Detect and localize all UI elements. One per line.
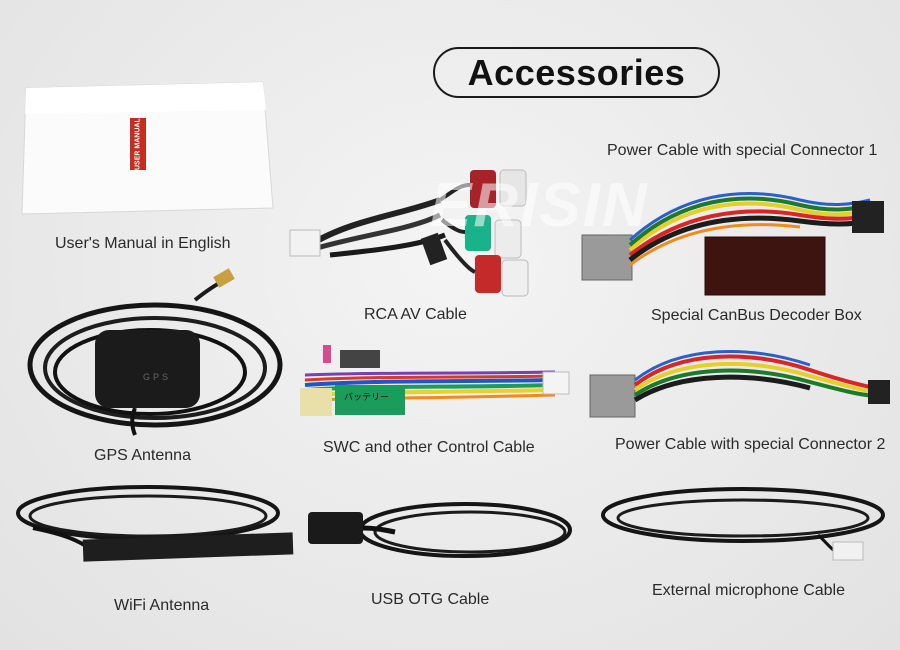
caption-users-manual: User's Manual in English <box>55 235 231 252</box>
external-microphone-cable-image <box>601 487 885 561</box>
accessories-title-badge: Accessories <box>433 47 720 98</box>
user-manual-image <box>21 81 274 215</box>
caption-swc-control-cable: SWC and other Control Cable <box>323 439 535 456</box>
swc-control-cable-image <box>300 345 570 416</box>
page-title: Accessories <box>467 51 686 93</box>
usb-otg-cable-image <box>308 502 572 558</box>
caption-external-microphone-cable: External microphone Cable <box>652 582 845 599</box>
caption-canbus-decoder-box: Special CanBus Decoder Box <box>651 307 862 324</box>
caption-gps-antenna: GPS Antenna <box>94 447 191 464</box>
power-cable-connector-1-image <box>581 191 884 296</box>
caption-usb-otg-cable: USB OTG Cable <box>371 591 490 608</box>
wifi-antenna-image <box>16 485 294 562</box>
erisin-watermark: ERISIN <box>430 171 649 240</box>
gps-antenna-image <box>27 268 283 436</box>
rca-av-cable-image <box>289 169 529 297</box>
caption-power-cable-connector-2: Power Cable with special Connector 2 <box>615 436 886 453</box>
swc-tag-label: バッテリー <box>344 392 390 402</box>
caption-power-cable-connector-1: Power Cable with special Connector 1 <box>607 142 878 159</box>
gps-module-label: GPS <box>143 372 172 382</box>
caption-rca-av-cable: RCA AV Cable <box>364 306 467 323</box>
manual-cover-label: USER MANUAL <box>130 118 146 170</box>
power-cable-connector-2-image <box>589 349 890 418</box>
caption-wifi-antenna: WiFi Antenna <box>114 597 210 614</box>
